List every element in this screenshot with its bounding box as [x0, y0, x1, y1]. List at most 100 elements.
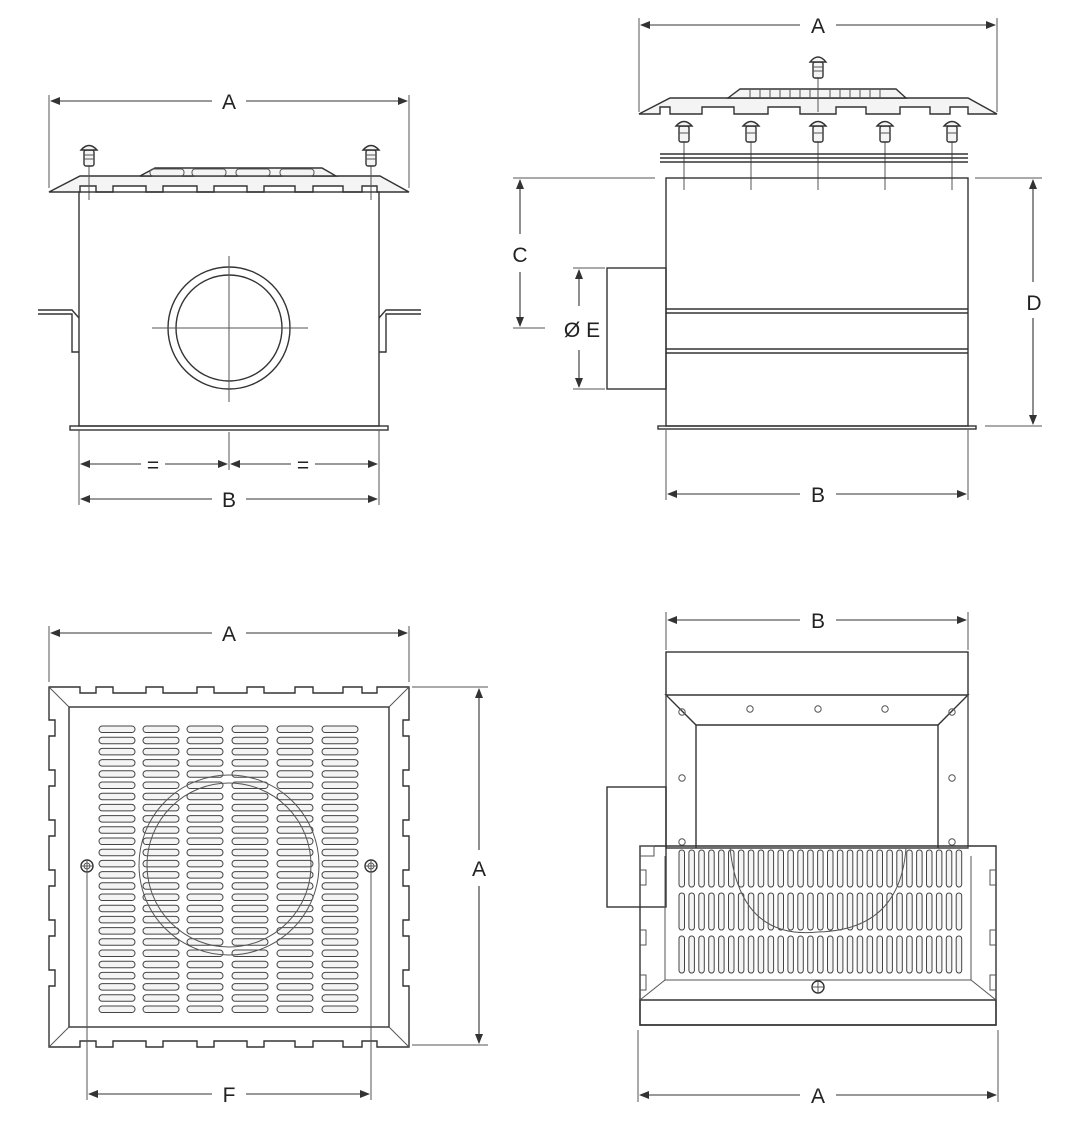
grate-slot	[142, 960, 180, 969]
grate-slot	[276, 859, 314, 868]
grate-slot	[276, 848, 314, 857]
grate-slot	[807, 935, 814, 974]
grate-slot	[935, 849, 943, 888]
grate-slot	[276, 960, 314, 969]
grate-slot	[231, 983, 269, 991]
grate-slot	[186, 893, 224, 901]
grate-slot	[276, 915, 314, 924]
screw-icon	[741, 120, 761, 190]
grate-slot	[321, 871, 359, 879]
grate-slot	[142, 736, 180, 745]
grate-slot	[231, 1005, 269, 1013]
grate-slot	[321, 759, 359, 767]
grate-slot	[797, 849, 804, 888]
grate-slot	[231, 792, 269, 801]
grate-slot	[98, 904, 136, 913]
grate-slot	[231, 938, 269, 946]
grate-slot	[186, 736, 224, 745]
grate-slot	[688, 892, 695, 931]
grate-slot	[231, 815, 269, 823]
grate-slot	[276, 781, 314, 789]
grate-slot	[98, 815, 136, 823]
grate-slot	[276, 971, 314, 980]
grate-slot	[797, 892, 804, 931]
grate-slot	[186, 725, 224, 733]
grate-slot	[708, 935, 715, 974]
grate-slot	[856, 935, 864, 974]
grate-slot	[98, 859, 136, 868]
grate-slot	[827, 935, 834, 974]
grate-slot	[807, 892, 814, 931]
grate-slot	[186, 971, 224, 980]
grate-slot	[906, 892, 913, 931]
grate-slot	[186, 859, 224, 868]
grate-slot	[955, 892, 963, 931]
grate-slot	[321, 747, 359, 756]
grate-slot	[231, 904, 269, 913]
grate-slot	[186, 837, 224, 845]
grate-slot	[186, 815, 224, 823]
grate-slot	[142, 781, 180, 789]
grate-slot	[276, 893, 314, 901]
grate-slot	[945, 935, 953, 974]
grate-slot	[747, 849, 755, 888]
grate-slot	[757, 892, 765, 931]
grate-slot	[728, 935, 735, 974]
grate-slot	[896, 892, 903, 931]
grate-slot	[98, 770, 136, 778]
grate-slot	[945, 892, 953, 931]
grate-slot	[142, 803, 180, 812]
grate-slot	[231, 736, 269, 745]
grate-slot	[678, 935, 685, 974]
grate-slot	[142, 882, 180, 890]
grate-slot	[935, 892, 943, 931]
grate-slot	[231, 871, 269, 879]
grate-slot	[955, 849, 963, 888]
grate-slot	[276, 826, 314, 834]
screw-icon	[808, 56, 828, 112]
grate-slot	[186, 938, 224, 946]
grate-slot	[321, 770, 359, 778]
grate-slot	[98, 837, 136, 845]
grate-slot	[276, 792, 314, 801]
grate-slot	[276, 1005, 314, 1013]
grate-slot	[186, 848, 224, 857]
grate-slot	[142, 994, 180, 1002]
grate-slot	[797, 935, 804, 974]
grate-slot	[896, 935, 903, 974]
grate-slot	[728, 892, 735, 931]
grate-slot	[321, 736, 359, 745]
grate-slot	[276, 983, 314, 991]
grate-slot	[231, 927, 269, 935]
dim-label-b: B	[222, 489, 236, 512]
grate-slot	[186, 759, 224, 767]
grate-slot	[98, 736, 136, 745]
grate-slot	[906, 935, 913, 974]
dim-label-a: A	[811, 15, 825, 38]
grate-slots	[98, 725, 359, 1013]
grate-slot	[708, 892, 715, 931]
grate-slot	[186, 1005, 224, 1013]
grate-slot	[321, 893, 359, 901]
grate-slot	[688, 849, 695, 888]
screw-icon	[361, 144, 381, 200]
grate-slot	[866, 935, 874, 974]
dim-label-c: C	[512, 244, 527, 267]
dim-label-b: B	[811, 484, 825, 507]
grate-slot	[321, 882, 359, 890]
dim-label-a: A	[472, 858, 486, 881]
grate-slot	[276, 882, 314, 890]
grate-slot	[231, 994, 269, 1002]
grate-slot	[777, 849, 784, 888]
grate-slot	[827, 849, 834, 888]
grate-slot	[142, 826, 180, 834]
grate-slot	[276, 770, 314, 778]
grate-slot	[836, 849, 844, 888]
grate-slot	[718, 849, 725, 888]
grate-slot	[98, 882, 136, 890]
grate-slot	[98, 983, 136, 991]
grate-slot	[142, 848, 180, 857]
grate-slot	[757, 935, 765, 974]
grate-slot	[926, 935, 933, 974]
grate-slot	[836, 892, 844, 931]
